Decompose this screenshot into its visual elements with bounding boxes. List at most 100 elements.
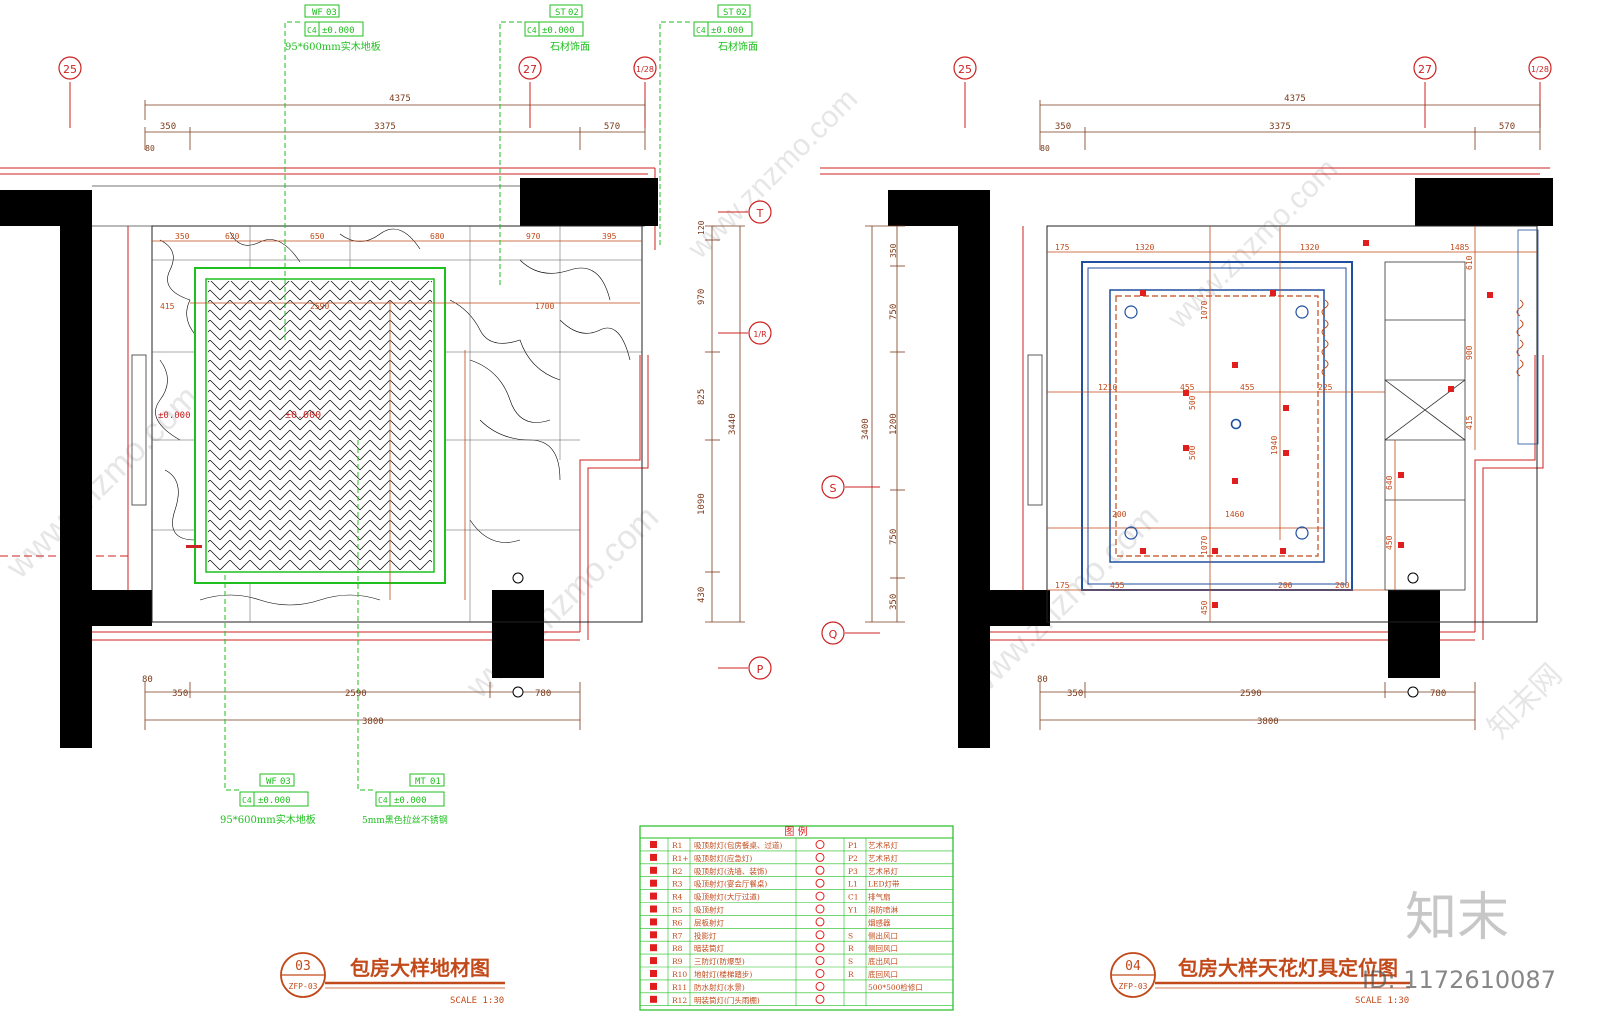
svg-text:±0.000: ±0.000 xyxy=(711,26,744,36)
left-inner-dim-top3: 650 xyxy=(310,232,325,241)
legend-left-desc: 层板射灯 xyxy=(694,917,724,927)
legend-symbol-icon xyxy=(815,840,825,849)
legend-left-code: R11 xyxy=(672,983,687,992)
right-ldim-2: 750 xyxy=(889,304,899,320)
left-right-dimensions xyxy=(705,225,745,623)
legend-symbol-icon xyxy=(815,865,825,875)
legend-symbol-icon xyxy=(815,891,825,901)
spot-light xyxy=(1487,292,1493,298)
legend-left-code: R1+ xyxy=(672,854,689,863)
spot-light xyxy=(1183,390,1189,396)
legend-symbol-icon xyxy=(815,904,825,914)
material-tag-mt01: MT 01 C4 ±0.000 5mm黑色拉丝不锈钢 xyxy=(362,773,448,826)
stone-veins xyxy=(155,228,631,606)
right-idim-p: 1460 xyxy=(1225,510,1244,519)
right-idim-x: 450 xyxy=(1200,600,1209,615)
right-bdim-right: 780 xyxy=(1430,689,1446,699)
legend-left-code: R5 xyxy=(672,906,683,915)
right-bdim-edge: 80 xyxy=(1037,675,1048,685)
legend-symbol-icon xyxy=(650,995,657,1003)
legend-left-code: R8 xyxy=(672,944,683,953)
right-ldim-4: 750 xyxy=(889,529,899,545)
right-bottom-circle xyxy=(1407,686,1419,698)
legend-symbol-icon xyxy=(815,956,825,966)
legend-symbol-icon xyxy=(650,853,657,861)
left-column-circle xyxy=(512,572,524,584)
legend-symbol-icon xyxy=(650,931,657,939)
right-axis-S: S xyxy=(821,475,880,499)
left-inner-dim-top2: 620 xyxy=(225,232,240,241)
legend-right-code: P1 xyxy=(848,841,858,850)
downlight-icon xyxy=(1295,305,1309,319)
legend-left-code: R6 xyxy=(672,918,683,927)
left-bdim-left: 350 xyxy=(172,689,188,699)
sprinkler-icon xyxy=(1230,418,1242,430)
left-inner-dim-top6: 395 xyxy=(602,232,617,241)
legend-symbol-icon xyxy=(815,930,825,940)
wall-washer-group xyxy=(1321,299,1524,377)
legend-left-desc: 暗装筒灯 xyxy=(694,943,724,953)
right-idim-o: 415 xyxy=(1465,415,1474,430)
legend-symbol-icon xyxy=(815,994,825,1004)
legend-left-desc: 防水射灯(水景) xyxy=(694,982,745,992)
right-top-dimensions xyxy=(1039,100,1541,150)
spot-light xyxy=(1183,445,1189,451)
material-tag-wf03-bottom: WF 03 C4 ±0.000 95*600mm实木地板 xyxy=(220,773,316,826)
svg-text:WF: WF xyxy=(266,777,277,787)
right-scale: SCALE 1:30 xyxy=(1355,996,1409,1006)
legend-symbol-icon xyxy=(815,943,825,953)
spot-light xyxy=(1212,602,1218,608)
right-door xyxy=(1027,354,1043,506)
legend-right-code: L1 xyxy=(848,880,858,889)
right-room-outline xyxy=(1046,225,1538,623)
left-inner-dim-w1: 2590 xyxy=(310,302,329,311)
right-bdim-left: 350 xyxy=(1067,689,1083,699)
legend-symbol-icon xyxy=(650,918,657,926)
legend-symbol-icon xyxy=(650,944,657,952)
right-idim-b: 1320 xyxy=(1300,243,1319,252)
spot-light xyxy=(1140,548,1146,554)
svg-text:02: 02 xyxy=(736,8,747,18)
watermark-cn-1: 知末网 xyxy=(1482,658,1569,745)
legend-left-code: R4 xyxy=(672,893,683,902)
right-idim-g: 1210 xyxy=(1098,383,1117,392)
right-idim-v: 175 xyxy=(1055,581,1070,590)
right-dim-left: 350 xyxy=(1055,122,1071,132)
right-idim-n: 900 xyxy=(1465,345,1474,360)
watermark-site-2: www.znzmo.com xyxy=(458,498,666,706)
svg-text:ST: ST xyxy=(723,8,734,18)
brand-watermark-logo: 知末 xyxy=(1405,888,1509,948)
right-idim-a: 1320 xyxy=(1135,243,1154,252)
downlight-icon xyxy=(1124,305,1138,319)
svg-text:25: 25 xyxy=(63,63,77,76)
left-rdim-total: 3440 xyxy=(728,413,738,435)
legend-right-desc: 艺术吊灯 xyxy=(868,840,898,850)
watermark-site-1: www.znzmo.com xyxy=(0,378,206,586)
right-dim-total: 4375 xyxy=(1284,94,1306,104)
left-bdim-mid: 2590 xyxy=(345,689,367,699)
left-axis-1-28: 1/28 xyxy=(633,56,657,128)
legend-left-code: R2 xyxy=(672,867,683,876)
legend-right-code: Y1 xyxy=(847,906,858,915)
svg-text:石材饰面: 石材饰面 xyxy=(718,40,758,53)
spot-light xyxy=(1448,386,1454,392)
right-bottom-dimensions xyxy=(1039,682,1476,730)
right-idim-r: 1070 xyxy=(1200,536,1209,555)
legend-left-desc: 吸顶射灯(宴会厅餐桌) xyxy=(694,879,767,889)
svg-text:石材饰面: 石材饰面 xyxy=(550,40,590,53)
right-idim-k: 1940 xyxy=(1270,436,1279,455)
right-idim-f: 1070 xyxy=(1200,301,1209,320)
legend-frame xyxy=(639,825,954,1011)
left-scale: SCALE 1:30 xyxy=(450,996,504,1006)
left-title-block: 03 ZFP-03 包房大样地材图 SCALE 1:30 xyxy=(280,952,505,1006)
legend-symbol-icon xyxy=(650,866,657,874)
right-walls xyxy=(888,178,1553,748)
spot-light xyxy=(1283,450,1289,456)
legend-right-desc: 底出风口 xyxy=(868,956,898,966)
left-rdim-4: 1090 xyxy=(697,493,707,515)
spot-light xyxy=(1398,472,1404,478)
right-axis-Q: Q xyxy=(821,621,880,645)
legend-right-code: S xyxy=(848,931,853,940)
